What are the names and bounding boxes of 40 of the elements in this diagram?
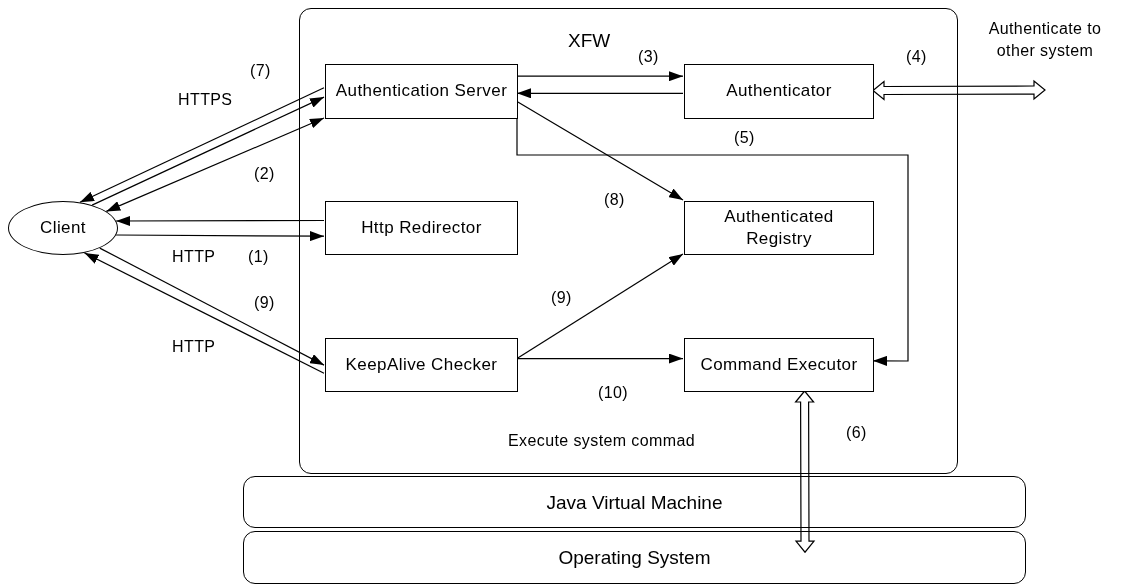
arrow bbox=[115, 231, 325, 242]
hollow-double-arrow bbox=[794, 390, 816, 554]
protocol-text: HTTP bbox=[172, 337, 216, 357]
step-number: (8) bbox=[604, 190, 625, 210]
arrow bbox=[516, 117, 909, 366]
step-number: (7) bbox=[250, 61, 271, 81]
step-number: (10) bbox=[598, 383, 629, 403]
step-number: (4) bbox=[906, 47, 927, 67]
arrow bbox=[99, 247, 325, 366]
component-box: Http Redirector bbox=[325, 201, 518, 255]
step-number: (1) bbox=[248, 247, 269, 267]
hollow-double-arrow bbox=[872, 79, 1046, 101]
step-number: (9) bbox=[254, 293, 275, 313]
arrow bbox=[516, 71, 684, 82]
note-text: Authenticate to other system bbox=[987, 19, 1103, 61]
layer-band: Java Virtual Machine bbox=[243, 476, 1026, 528]
arrow bbox=[83, 252, 325, 374]
step-number: (2) bbox=[254, 164, 275, 184]
protocol-text: HTTP bbox=[172, 247, 216, 267]
step-number: (9) bbox=[551, 288, 572, 308]
component-box: Authenticator bbox=[684, 64, 874, 119]
protocol-text: HTTPS bbox=[178, 90, 233, 110]
component-box: KeepAlive Checker bbox=[325, 338, 518, 392]
step-number: (3) bbox=[638, 47, 659, 67]
arrow bbox=[516, 88, 684, 99]
layer-band: Operating System bbox=[243, 531, 1026, 584]
arrow bbox=[516, 253, 684, 360]
step-number: (5) bbox=[734, 128, 755, 148]
client-ellipse: Client bbox=[8, 201, 118, 255]
arrow bbox=[516, 100, 684, 201]
system-frame bbox=[299, 8, 958, 474]
step-number: (6) bbox=[846, 423, 867, 443]
component-box: Command Executor bbox=[684, 338, 874, 392]
frame-title: XFW bbox=[568, 31, 611, 50]
note-text: Execute system commad bbox=[508, 431, 696, 451]
component-box: Authentication Server bbox=[325, 64, 518, 119]
arrow bbox=[105, 117, 325, 212]
arrow bbox=[516, 353, 684, 364]
component-box: Authenticated Registry bbox=[684, 201, 874, 255]
arrow bbox=[115, 215, 325, 226]
